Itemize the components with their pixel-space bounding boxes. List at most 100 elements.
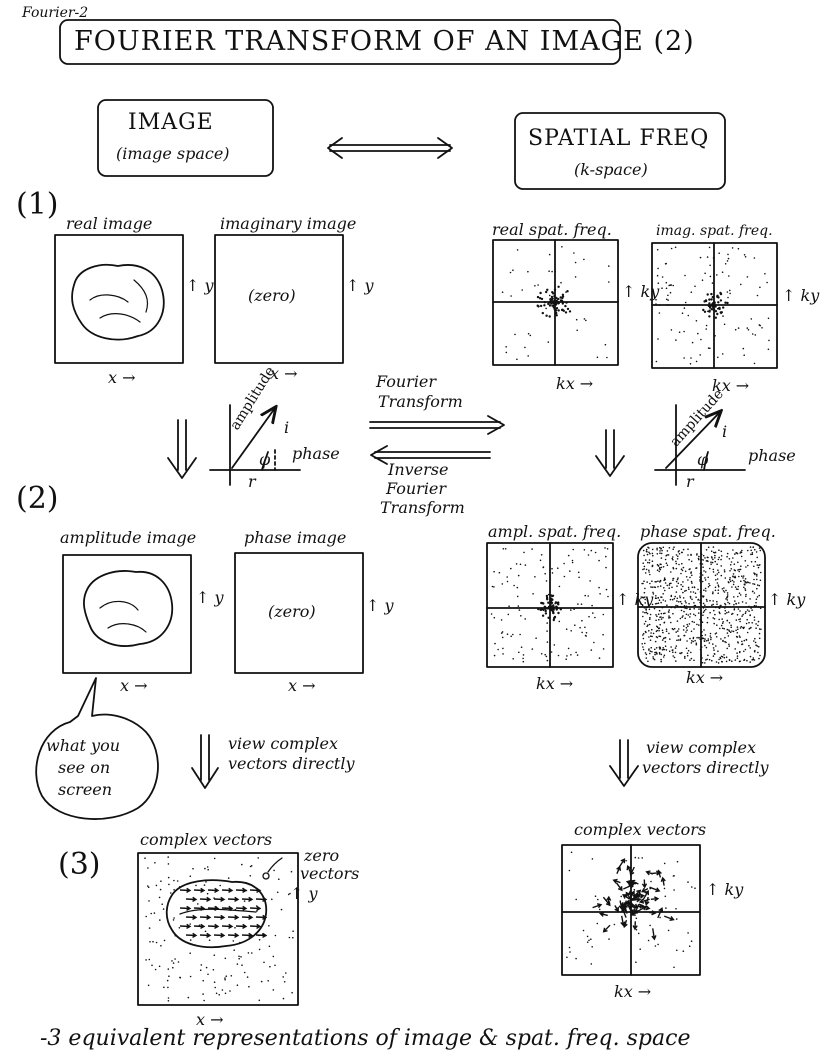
speckle-dot	[726, 552, 729, 555]
speckle-dot	[642, 634, 644, 636]
speckle-dot	[719, 299, 723, 302]
speckle-dot	[713, 301, 716, 304]
speckle-dot	[651, 628, 653, 631]
vector-arrow	[598, 911, 608, 917]
vector-arrow	[648, 910, 657, 916]
speckle-dot	[684, 607, 687, 609]
speckle-dot	[238, 957, 240, 960]
speckle-dot	[754, 334, 757, 336]
speckle-dot	[546, 598, 549, 601]
speckle-dot	[510, 567, 512, 570]
speckle-dot	[721, 622, 724, 625]
speckle-dot	[758, 584, 761, 587]
speckle-dot	[274, 934, 277, 937]
speckle-dot	[643, 591, 646, 594]
speckle-dot	[648, 608, 651, 611]
speckle-dot	[743, 650, 745, 653]
speckle-dot	[717, 650, 719, 652]
speckle-dot	[757, 620, 760, 623]
speckle-dot	[554, 270, 557, 273]
inverse-transform-arrow	[370, 445, 491, 465]
speckle-dot	[737, 608, 740, 610]
image-header-box	[97, 99, 274, 177]
speckle-dot	[679, 595, 681, 597]
speckle-dot	[648, 569, 650, 572]
speckle-dot	[686, 629, 688, 631]
speckle-dot	[704, 571, 707, 573]
speckle-dot	[557, 611, 560, 615]
speckle-dot	[635, 917, 638, 920]
speckle-dot	[214, 986, 216, 989]
speckle-dot	[652, 593, 655, 595]
speckle-dot	[712, 592, 714, 595]
speckle-dot	[634, 856, 637, 859]
speckle-dot	[685, 589, 687, 592]
speckle-dot	[657, 597, 659, 599]
speckle-dot	[687, 614, 690, 616]
speckle-dot	[659, 550, 661, 552]
speckle-dot	[534, 285, 536, 287]
speckle-dot	[752, 546, 755, 548]
speckle-dot	[726, 594, 729, 596]
speckle-dot	[712, 571, 715, 573]
vector-arrow	[185, 914, 198, 921]
speckle-dot	[151, 964, 153, 967]
speckle-dot	[726, 632, 729, 634]
speckle-dot	[645, 653, 648, 656]
speckle-dot	[680, 606, 683, 608]
speckle-dot	[660, 552, 663, 555]
speckle-dot	[167, 997, 170, 999]
speckle-dot	[580, 603, 583, 605]
speckle-dot	[712, 568, 715, 571]
speckle-dot	[512, 658, 514, 660]
vector-arrow	[249, 923, 262, 930]
speckle-dot	[501, 631, 504, 633]
speckle-dot	[540, 297, 544, 301]
speckle-dot	[593, 641, 595, 644]
speckle-dot	[544, 572, 546, 575]
speckle-dot	[544, 612, 548, 615]
speckle-dot	[675, 562, 678, 565]
speckle-dot	[650, 586, 652, 588]
speckle-dot	[705, 646, 708, 649]
speckle-dot	[581, 619, 583, 622]
vector-arrow	[241, 932, 254, 939]
speckle-dot	[744, 578, 747, 580]
speckle-dot	[727, 257, 730, 260]
speckle-dot	[739, 618, 742, 620]
speckle-dot	[566, 956, 568, 959]
speckle-dot	[699, 599, 701, 602]
speckle-dot	[604, 547, 606, 549]
speckle-dot	[545, 594, 549, 598]
speckle-dot	[551, 304, 554, 307]
speckle-dot	[649, 618, 651, 620]
speckle-dot	[159, 919, 161, 921]
down-arrow-right-2	[609, 739, 639, 787]
vector-arrow	[656, 869, 662, 878]
speckle-dot	[699, 618, 701, 621]
speckle-dot	[683, 307, 686, 309]
speckle-dot	[721, 353, 724, 355]
speckle-dot	[551, 270, 553, 273]
speckle-dot	[547, 593, 550, 596]
speckle-dot	[695, 567, 697, 569]
speckle-dot	[714, 335, 716, 337]
x-axis-label-3: x →	[120, 676, 148, 695]
speckle-dot	[146, 885, 149, 887]
speckle-dot	[677, 582, 680, 585]
speckle-dot	[676, 558, 679, 560]
speckle-dot	[749, 614, 751, 617]
speckle-dot	[747, 581, 750, 584]
vector-arrow	[179, 887, 192, 894]
speckle-dot	[690, 657, 693, 660]
speckle-dot	[695, 643, 698, 646]
speckle-dot	[643, 554, 645, 557]
speckle-dot	[680, 572, 682, 575]
speckle-dot	[672, 651, 674, 653]
speckle-dot	[569, 570, 571, 572]
speckle-dot	[588, 615, 590, 618]
speckle-dot	[656, 629, 659, 632]
speckle-dot	[290, 870, 293, 873]
speckle-dot	[274, 964, 276, 967]
speckle-dot	[504, 548, 507, 550]
